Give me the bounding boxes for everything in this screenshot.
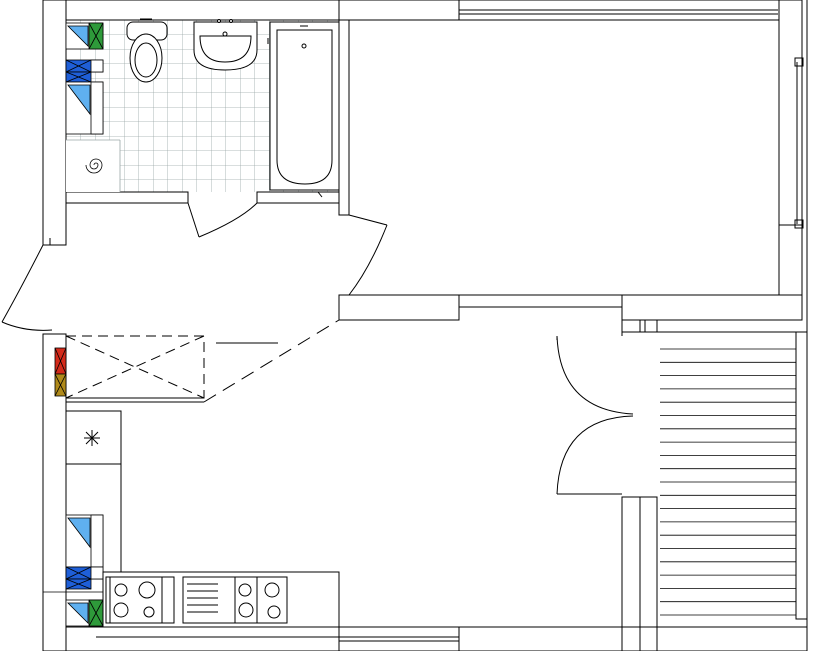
wall-left-upper (42, 0, 67, 246)
bathtub-icon (267, 21, 340, 198)
balcony-door (556, 320, 634, 495)
washbasin-icon (193, 19, 258, 71)
floor-drain-icon (66, 139, 121, 192)
wall-room-bottom-left (338, 294, 460, 321)
electric-panel-icon (54, 347, 67, 397)
wardrobe-icon (65, 319, 340, 403)
balcony-deck (660, 348, 796, 616)
balcony-rail (795, 331, 808, 620)
fan-icon (84, 430, 100, 446)
wall-bath-bottom-right (256, 191, 340, 204)
window-right-frame-2 (794, 219, 804, 229)
wall-right-upper (778, 0, 803, 226)
wall-room-bottom (458, 294, 623, 308)
wall-room-bottom-right (621, 294, 803, 321)
window-right-frame (794, 57, 804, 67)
wall-bath-right (338, 19, 350, 216)
bath-installations (65, 22, 104, 135)
wall-bath-bottom-left (65, 191, 189, 204)
wall-right-jamb (778, 224, 803, 296)
kitchen (65, 410, 122, 572)
sink-icon (182, 576, 288, 624)
wall-step-box (644, 319, 658, 333)
wall-bottom (65, 626, 808, 651)
walls (42, 0, 808, 651)
room-door (339, 214, 388, 296)
entrance-door (1, 244, 66, 335)
stove-icon (105, 576, 175, 624)
kitchen-counter (102, 571, 340, 628)
kitchen-installations (43, 514, 104, 627)
bathroom-door (187, 192, 258, 238)
toilet-icon (126, 18, 168, 83)
wall-top-bath (65, 0, 340, 21)
